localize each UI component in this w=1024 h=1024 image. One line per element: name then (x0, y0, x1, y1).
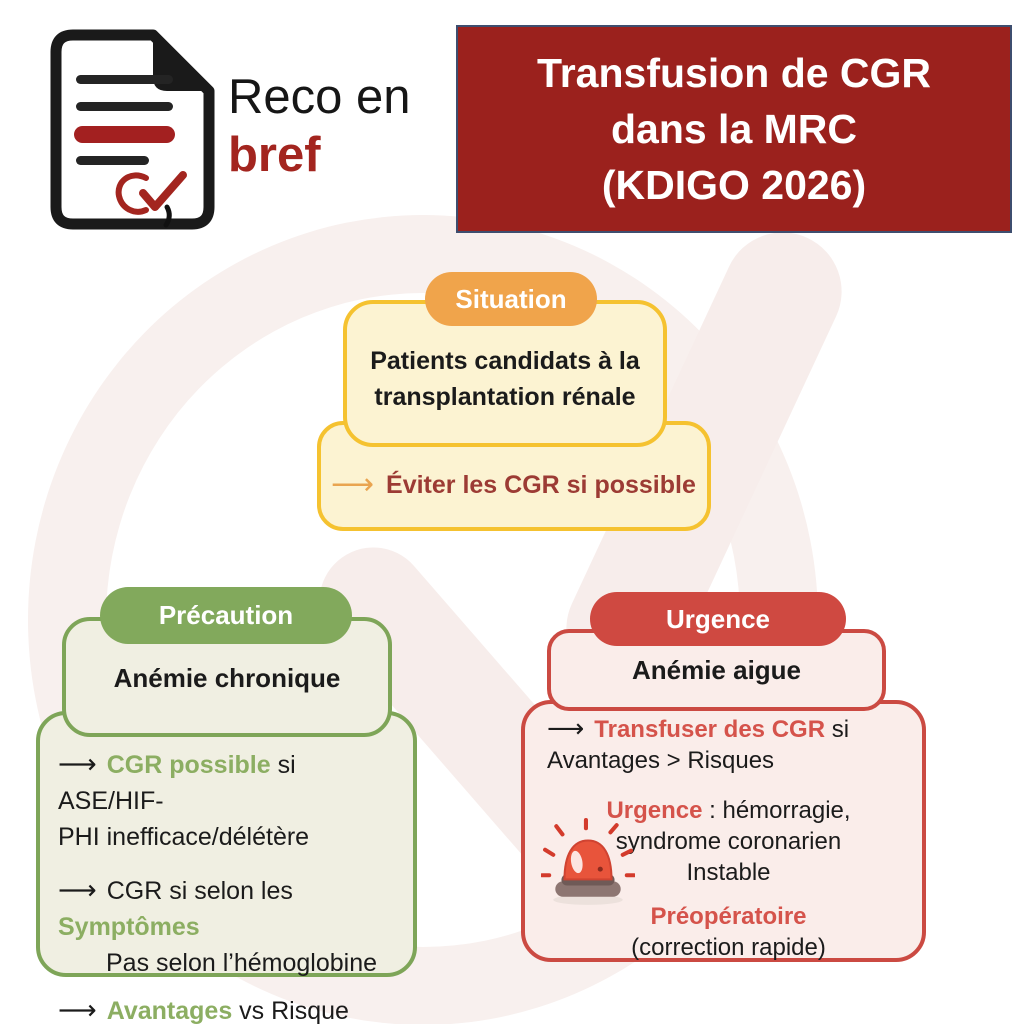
precaution-title: Anémie chronique (113, 663, 341, 693)
logo-line1: Reco en (228, 70, 411, 124)
precaution-bullet-3-accent: Avantages (106, 997, 233, 1024)
situation-title-line1: Patients candidats à la (370, 347, 640, 375)
long-right-arrow-icon: ⟶ (58, 995, 97, 1024)
urgence-preop-block: Préopératoire (correction rapide) (547, 901, 910, 963)
urgence-emergency-line1: Urgence : hémorragie, (547, 795, 910, 826)
precaution-bullet-1-line2: PHI inefficace/délétère (58, 823, 310, 851)
logo-wordmark: Reco en bref (228, 68, 411, 184)
urgence-bullet-1-rest: si (825, 716, 850, 743)
precaution-bullet-2-accent: Symptômes (58, 913, 200, 941)
situation-action-text: Éviter les CGR si possible (386, 471, 696, 499)
urgence-emergency-line3: Instable (686, 859, 771, 886)
urgence-emergency-line2: syndrome coronarien (615, 828, 842, 855)
title-banner: Transfusion de CGR dans la MRC (KDIGO 20… (456, 25, 1012, 233)
urgence-badge: Urgence (590, 592, 846, 646)
urgence-emergency-rest: : hémorragie, (702, 797, 851, 824)
document-kidney-check-icon (50, 29, 215, 230)
urgence-emergency-block: Urgence : hémorragie, syndrome coronarie… (547, 795, 910, 888)
urgence-bullet-1: ⟶ Transfuser des CGR si Avantages > Risqu… (547, 713, 910, 776)
situation-badge: Situation (425, 272, 597, 326)
siren-icon (541, 818, 635, 905)
urgence-detail-card: ⟶ Transfuser des CGR si Avantages > Risqu… (521, 700, 926, 962)
logo-line2: bref (228, 128, 321, 182)
precaution-detail-card: ⟶ CGR possible si ASE/HIF- PHI inefficace… (36, 711, 417, 1024)
title-line-3: (KDIGO 2026) (601, 162, 867, 208)
precaution-bullet-1-rest: si ASE/HIF- (58, 751, 296, 815)
precaution-bullet-2-lead: CGR si selon les (106, 877, 293, 905)
long-right-arrow-icon: ⟶ (547, 713, 585, 743)
long-right-arrow-icon: ⟶ (58, 875, 97, 905)
urgence-title: Anémie aigue (631, 654, 802, 685)
title-line-2: dans la MRC (610, 106, 858, 152)
urgence-emergency-accent: Urgence (606, 797, 703, 824)
long-right-arrow-icon: ⟶ (331, 468, 375, 501)
situation-action-row: ⟶ Éviter les CGR si possible (331, 467, 696, 503)
urgence-bullet-1-line2: Avantages > Risques (547, 747, 775, 774)
precaution-bullet-2-line2: Pas selon l’hémoglobine (106, 949, 378, 977)
precaution-badge: Précaution (100, 587, 352, 644)
urgence-preop-title: Préopératoire (650, 903, 807, 930)
urgence-bullet-1-accent: Transfuser des CGR (594, 716, 826, 743)
situation-title-line2: transplantation rénale (374, 383, 636, 411)
precaution-bullet-3: ⟶ Avantages vs Risque (58, 992, 399, 1024)
precaution-bullet-3-rest: vs Risque (232, 997, 349, 1024)
situation-header-card: Patients candidats à la transplantation … (343, 300, 667, 447)
precaution-bullet-1: ⟶ CGR possible si ASE/HIF- PHI inefficace… (58, 746, 399, 855)
long-right-arrow-icon: ⟶ (58, 749, 97, 779)
title-line-1: Transfusion de CGR (536, 50, 932, 96)
urgence-preop-sub: (correction rapide) (631, 934, 826, 961)
precaution-bullet-1-accent: CGR possible (106, 751, 271, 779)
precaution-bullet-2: ⟶ CGR si selon les Symptômes Pas selon l’… (58, 872, 399, 981)
